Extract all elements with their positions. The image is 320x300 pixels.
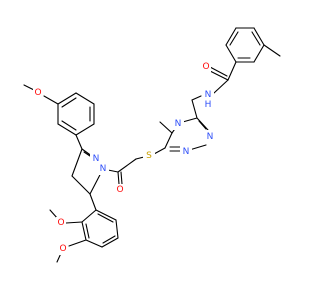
atom-label-pyrazoline-nitrogen-2: N xyxy=(93,154,100,164)
atom-label-methoxy-oxygen-top: O xyxy=(34,88,41,98)
atom-label-thioether-sulfur: S xyxy=(146,151,152,161)
chemical-structure-diagram: O O N H N N N N N S O O O xyxy=(23,27,281,263)
atom-label-amide-hydrogen: H xyxy=(205,100,212,110)
atom-labels: O O N H N N N N N S O O O xyxy=(33,61,216,255)
atom-label-amide-nitrogen: N xyxy=(205,90,212,100)
atom-label-methoxy-oxygen-3: O xyxy=(59,244,66,254)
atom-label-triazole-nitrogen-a: N xyxy=(207,132,214,142)
atom-label-triazole-n-methyl: N xyxy=(175,119,182,129)
atom-label-triazole-nitrogen-b: N xyxy=(183,147,190,157)
atom-label-methoxy-oxygen-2: O xyxy=(57,218,64,228)
atom-label-ketone-oxygen: O xyxy=(116,185,123,195)
atom-label-pyrazoline-nitrogen-1: N xyxy=(100,164,107,174)
atom-label-amide-oxygen: O xyxy=(202,62,209,72)
